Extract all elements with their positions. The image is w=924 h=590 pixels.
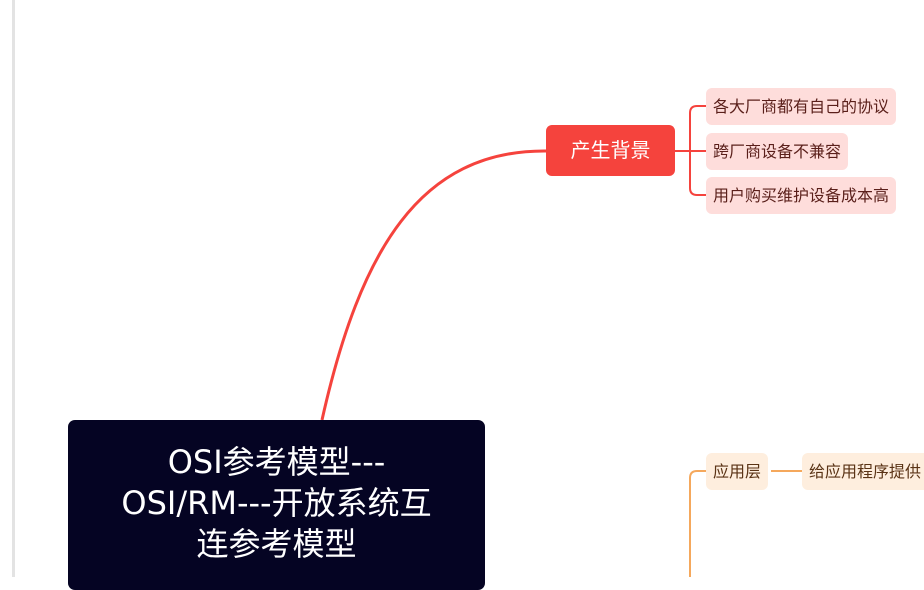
subtopic-application-layer[interactable]: 应用层 [706, 453, 769, 490]
root-topic-line-1: OSI参考模型--- [167, 443, 386, 481]
root-topic[interactable]: OSI参考模型--- OSI/RM---开放系统互 连参考模型 [68, 420, 485, 590]
subtopic-vendor-protocols[interactable]: 各大厂商都有自己的协议 [706, 88, 897, 125]
connector-lines [320, 105, 802, 577]
subtopic-incompatible-devices[interactable]: 跨厂商设备不兼容 [706, 133, 849, 170]
left-panel-edge [12, 0, 15, 577]
subtopic-application-layer-detail[interactable]: 给应用程序提供 [802, 453, 924, 490]
root-to-background-connector [320, 149, 547, 421]
root-topic-line-3: 连参考模型 [196, 525, 357, 563]
subtopic-maintenance-cost[interactable]: 用户购买维护设备成本高 [706, 177, 897, 214]
background-bracket [675, 105, 706, 196]
background-topic[interactable]: 产生背景 [546, 125, 675, 176]
application-layer-bracket [689, 470, 706, 577]
root-topic-line-2: OSI/RM---开放系统互 [121, 484, 432, 522]
